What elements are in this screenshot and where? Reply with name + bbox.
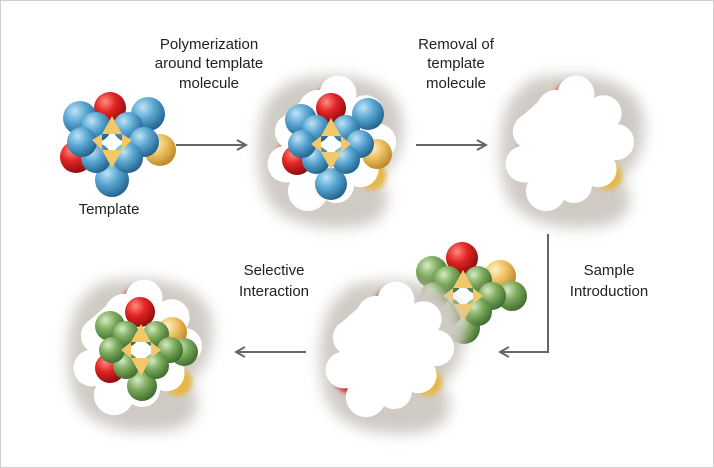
- template-molecule: [60, 92, 176, 197]
- polymerization-label-line-2: around template: [155, 55, 263, 72]
- template-label: Template: [79, 201, 140, 218]
- polymerization-label-line-1: Polymerization: [160, 36, 258, 53]
- atom: [67, 127, 97, 157]
- polymerization-label-line-3: molecule: [179, 75, 239, 92]
- removal-label-line-2: template: [427, 55, 485, 72]
- empty-cavity: [505, 75, 635, 212]
- polymer-with-template: [258, 75, 403, 228]
- empty-cavity: [325, 281, 455, 418]
- polymer-with-sample: [68, 279, 213, 432]
- atom: [95, 163, 129, 197]
- imprinted-cavity: [500, 75, 645, 228]
- selective-label-line-1: Selective: [244, 262, 305, 279]
- removal-label-line-3: molecule: [426, 75, 486, 92]
- sample-label-line-2: Introduction: [570, 283, 648, 300]
- sample-label-line-1: Sample: [584, 262, 635, 279]
- removal-label-line-1: Removal of: [418, 36, 495, 53]
- imprinted-cavity-2: [320, 281, 465, 434]
- selective-label-line-2: Interaction: [239, 283, 309, 300]
- arrow-3: [500, 234, 549, 352]
